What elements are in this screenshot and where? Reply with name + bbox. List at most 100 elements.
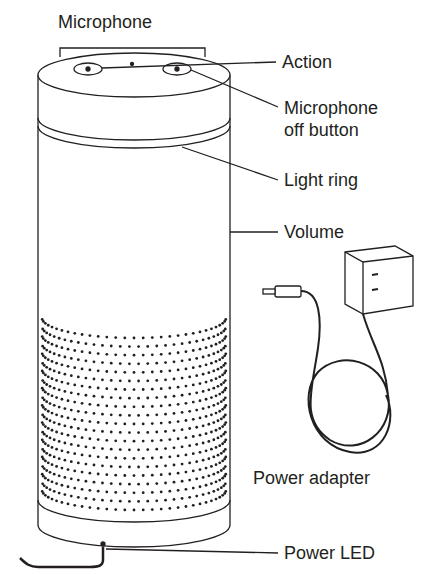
grill-hole bbox=[220, 332, 223, 335]
grill-hole bbox=[224, 456, 227, 459]
grill-hole bbox=[101, 482, 104, 485]
grill-hole bbox=[97, 421, 100, 424]
grill-hole bbox=[224, 438, 227, 441]
grill-hole bbox=[93, 360, 96, 363]
grill-hole bbox=[218, 375, 221, 378]
grill-hole bbox=[160, 336, 163, 339]
grill-hole bbox=[123, 405, 126, 408]
grill-hole bbox=[142, 388, 145, 391]
grill-hole bbox=[119, 414, 122, 417]
grill-hole bbox=[81, 333, 84, 336]
action-leader bbox=[102, 62, 276, 68]
grill-hole bbox=[70, 495, 73, 498]
grill-hole bbox=[160, 473, 163, 476]
grill-hole bbox=[128, 414, 131, 417]
grill-hole bbox=[151, 405, 154, 408]
grill-hole bbox=[119, 379, 122, 382]
grill-hole bbox=[51, 446, 54, 449]
grill-hole bbox=[185, 436, 188, 439]
grill-hole bbox=[224, 414, 227, 417]
grill-hole bbox=[119, 448, 122, 451]
grill-hole bbox=[53, 387, 56, 390]
grill-hole bbox=[185, 505, 188, 508]
grill-hole bbox=[73, 332, 76, 335]
grill-hole bbox=[53, 421, 56, 424]
grill-hole bbox=[63, 442, 66, 445]
grill-hole bbox=[207, 371, 210, 374]
grill-hole bbox=[215, 429, 218, 432]
grill-hole bbox=[185, 333, 188, 336]
grill-hole bbox=[218, 324, 221, 327]
grill-hole bbox=[43, 416, 46, 419]
grill-hole bbox=[221, 442, 224, 445]
grill-hole bbox=[53, 438, 56, 441]
action-dot bbox=[86, 67, 90, 71]
grill-hole bbox=[42, 389, 45, 392]
grill-hole bbox=[105, 422, 108, 425]
grill-hole bbox=[67, 348, 70, 351]
grill-hole bbox=[160, 439, 163, 442]
grill-hole bbox=[42, 320, 45, 323]
grill-hole bbox=[45, 418, 48, 421]
mic-off-leader bbox=[191, 70, 278, 107]
grill-hole bbox=[70, 374, 73, 377]
grill-hole bbox=[43, 467, 46, 470]
grill-hole bbox=[61, 363, 64, 366]
part-label: Action bbox=[282, 51, 332, 73]
grill-hole bbox=[177, 351, 180, 354]
grill-hole bbox=[212, 370, 215, 373]
grill-hole bbox=[43, 484, 46, 487]
grill-hole bbox=[67, 365, 70, 368]
grill-hole bbox=[218, 444, 221, 447]
grill-hole bbox=[142, 337, 145, 340]
grill-hole bbox=[55, 499, 58, 502]
grill-hole bbox=[224, 345, 227, 348]
grill-hole bbox=[195, 340, 198, 343]
grill-hole bbox=[202, 390, 205, 393]
mic-hole bbox=[131, 63, 134, 66]
grill-hole bbox=[195, 460, 198, 463]
grill-hole bbox=[133, 337, 136, 340]
grill-hole bbox=[55, 327, 58, 330]
grill-hole bbox=[70, 391, 73, 394]
grill-hole bbox=[49, 437, 52, 440]
grill-hole bbox=[105, 370, 108, 373]
grill-hole bbox=[164, 396, 167, 399]
grill-hole bbox=[220, 469, 223, 472]
grill-hole bbox=[185, 454, 188, 457]
grill-hole bbox=[49, 385, 52, 388]
grill-hole bbox=[146, 483, 149, 486]
grill-hole bbox=[155, 379, 158, 382]
grill-hole bbox=[221, 374, 224, 377]
grill-hole bbox=[221, 339, 224, 342]
grill-hole bbox=[181, 377, 184, 380]
grill-hole bbox=[88, 506, 91, 509]
grill-hole bbox=[53, 404, 56, 407]
grill-hole bbox=[199, 503, 202, 506]
grill-hole bbox=[137, 431, 140, 434]
grill-hole bbox=[45, 349, 48, 352]
power-led-leader bbox=[106, 549, 278, 553]
grill-hole bbox=[207, 406, 210, 409]
grill-hole bbox=[128, 448, 131, 451]
grill-hole bbox=[185, 488, 188, 491]
grill-hole bbox=[58, 337, 61, 340]
grill-hole bbox=[215, 326, 218, 329]
grill-hole bbox=[192, 383, 195, 386]
grill-hole bbox=[49, 454, 52, 457]
grill-hole bbox=[81, 402, 84, 405]
grill-hole bbox=[164, 447, 167, 450]
grill-hole bbox=[105, 405, 108, 408]
grill-hole bbox=[44, 460, 47, 463]
grill-hole bbox=[192, 435, 195, 438]
grill-hole bbox=[168, 473, 171, 476]
grill-hole bbox=[202, 442, 205, 445]
grill-hole bbox=[192, 469, 195, 472]
grill-hole bbox=[128, 380, 131, 383]
grill-hole bbox=[133, 491, 136, 494]
grill-hole bbox=[73, 383, 76, 386]
grill-hole bbox=[215, 498, 218, 501]
grill-hole bbox=[205, 432, 208, 435]
grill-hole bbox=[45, 332, 48, 335]
power-adapter-drawing bbox=[263, 246, 413, 453]
